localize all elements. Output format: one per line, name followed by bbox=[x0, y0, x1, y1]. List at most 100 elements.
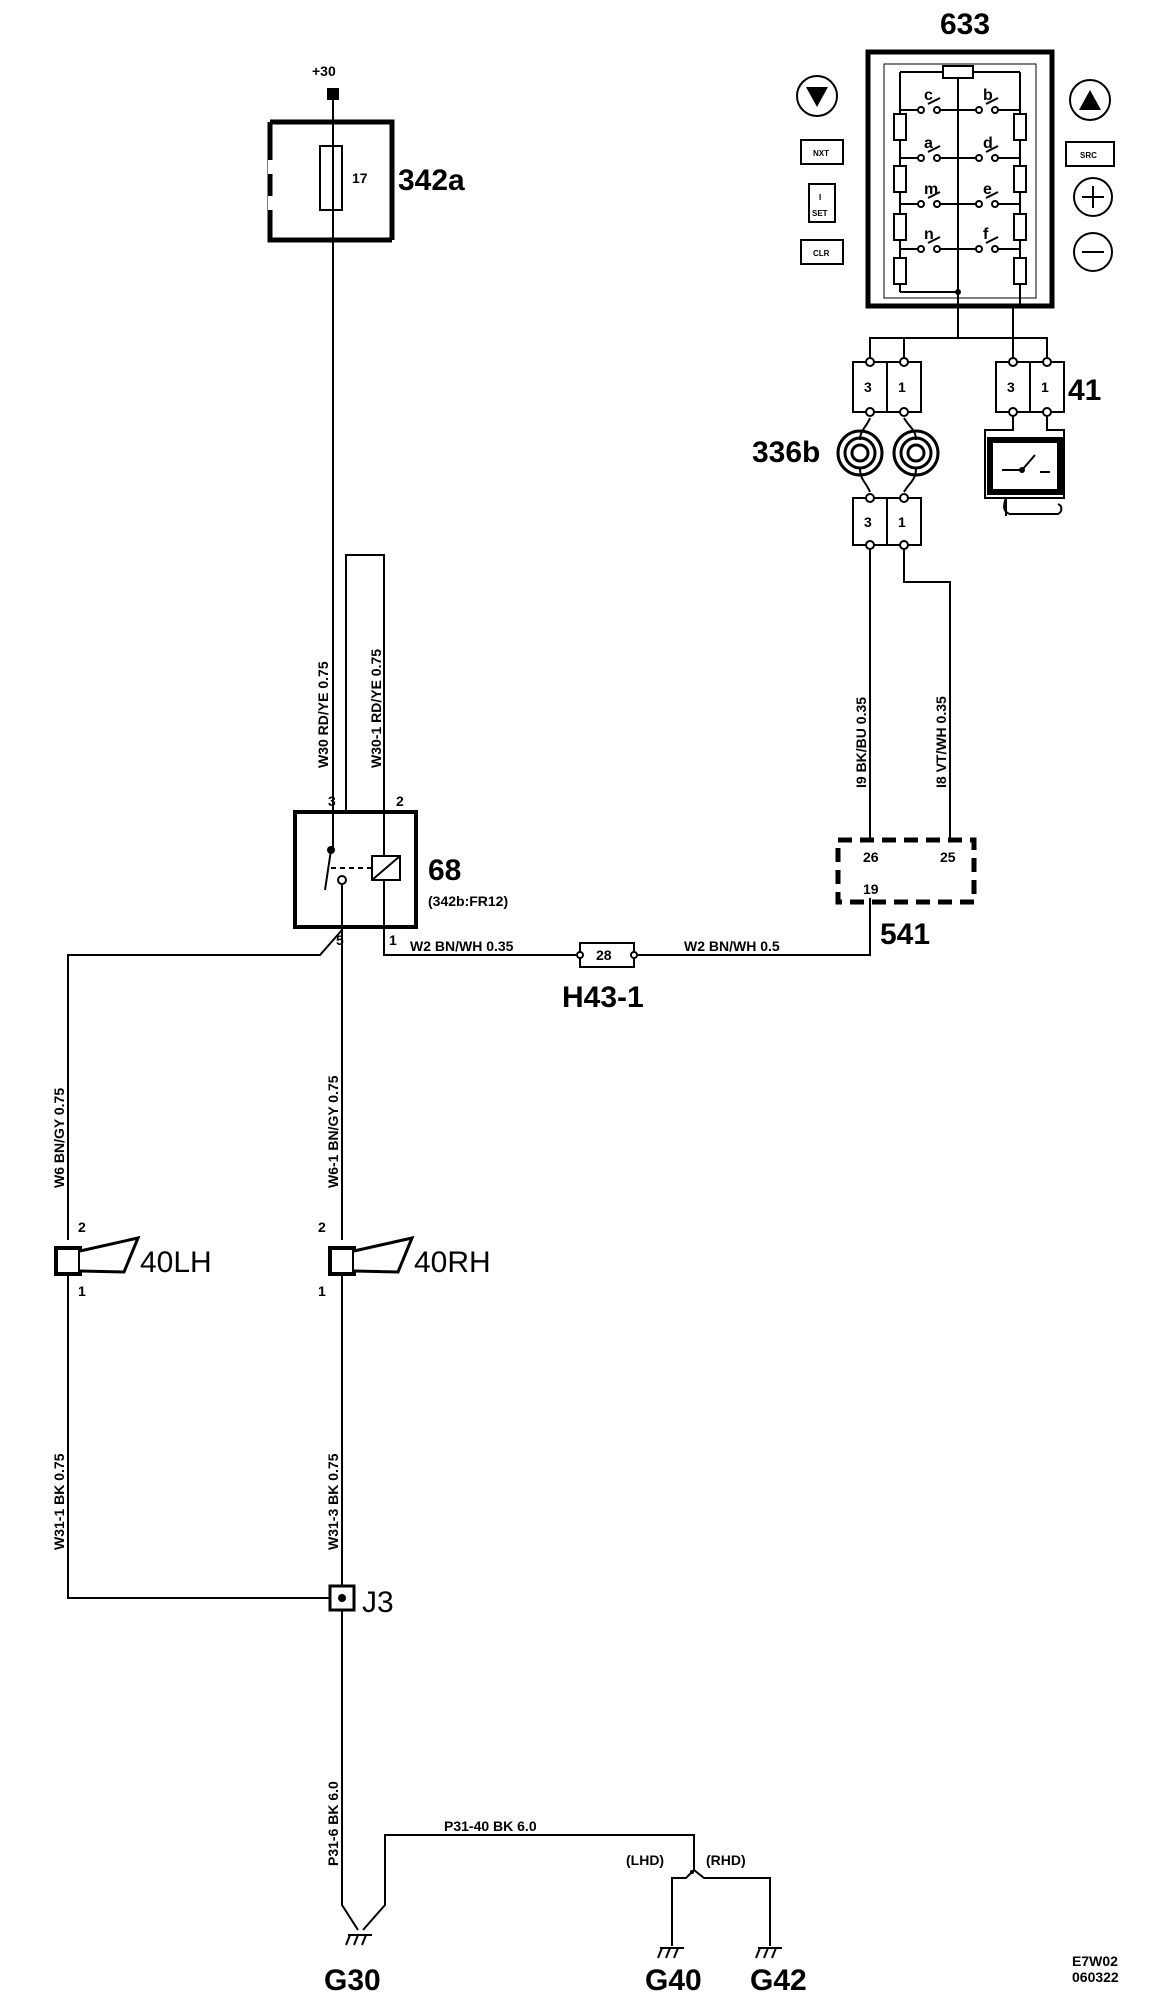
ground-g42: G42 bbox=[750, 1947, 807, 1997]
junction-id: J3 bbox=[362, 1586, 394, 1619]
fuse-box-id: 342a bbox=[398, 164, 465, 197]
supply-label: +30 bbox=[312, 63, 336, 79]
connector-336b-upper: 3 1 bbox=[852, 357, 922, 417]
wire-label-w6-1: W6-1 BN/GY 0.75 bbox=[325, 1075, 341, 1188]
supply-terminal: +30 bbox=[312, 63, 339, 100]
up-arrow-icon bbox=[1069, 79, 1111, 121]
ground-g30-label: G30 bbox=[324, 1964, 381, 1997]
relay-pin-3: 3 bbox=[328, 793, 336, 809]
wire-label-p31-6: P31-6 BK 6.0 bbox=[325, 1781, 341, 1866]
set-bottom-label: SET bbox=[812, 209, 828, 218]
connector-336b-lower: 3 1 bbox=[852, 493, 922, 550]
connector-41: 3 1 41 bbox=[995, 357, 1101, 417]
horn-rh-pin-bottom: 1 bbox=[318, 1283, 326, 1299]
relay-contact bbox=[324, 849, 332, 891]
down-arrow-icon bbox=[796, 75, 838, 117]
wire-label-w2-left: W2 BN/WH 0.35 bbox=[410, 938, 514, 954]
horn-lh-id: 40LH bbox=[140, 1246, 212, 1279]
wire-w2-left bbox=[383, 950, 576, 956]
clr-label: CLR bbox=[813, 249, 830, 258]
connector-336b-upper-pin-b: 1 bbox=[898, 379, 906, 395]
fuse-box-gap-left bbox=[268, 160, 274, 174]
nxt-label: NXT bbox=[813, 149, 829, 158]
relay-68: 3 2 68 (342b:FR12) 5 1 bbox=[293, 793, 508, 950]
switch-row-2: a d bbox=[900, 135, 1020, 162]
ground-g40-label: G40 bbox=[645, 1964, 702, 1997]
wire-w2-right bbox=[637, 898, 871, 956]
resistor-column-right bbox=[1013, 113, 1027, 306]
connector-41-pin-a: 3 bbox=[1007, 379, 1015, 395]
module-pin-26: 26 bbox=[863, 849, 879, 865]
src-label: SRC bbox=[1080, 151, 1097, 160]
wire-label-i8: I8 VT/WH 0.35 bbox=[933, 696, 949, 788]
switch-unit-633: 633 bbox=[865, 8, 1055, 309]
switch-row-4: n f bbox=[900, 226, 1020, 253]
set-button-icon: I SET bbox=[808, 183, 836, 223]
ground-variant-split: (LHD) (RHD) bbox=[626, 1852, 771, 1946]
wire-label-w30-1: W30-1 RD/YE 0.75 bbox=[368, 649, 384, 768]
horn-switch-pad bbox=[1003, 497, 1063, 515]
wire-label-w31-3: W31-3 BK 0.75 bbox=[325, 1453, 341, 1550]
switch-letter-d: d bbox=[983, 135, 993, 152]
splice-h43-1: 28 H43-1 bbox=[562, 942, 644, 1014]
connector-41-id: 41 bbox=[1068, 374, 1101, 407]
switch-letter-m: m bbox=[924, 181, 938, 198]
relay-pin-5: 5 bbox=[336, 932, 344, 948]
wire-p31-40 bbox=[362, 1834, 695, 1931]
horn-lh-pin-bottom: 1 bbox=[78, 1283, 86, 1299]
wire-label-w6: W6 BN/GY 0.75 bbox=[51, 1088, 67, 1188]
fuse-17 bbox=[319, 145, 343, 211]
relay-location: (342b:FR12) bbox=[428, 893, 508, 909]
set-top-label: I bbox=[819, 193, 821, 202]
plus-icon bbox=[1073, 177, 1113, 217]
module-id: 541 bbox=[880, 918, 930, 951]
connector-336b-lower-pin-a: 3 bbox=[864, 514, 872, 530]
wire-label-p31-40: P31-40 BK 6.0 bbox=[444, 1818, 537, 1834]
switch-letter-e: e bbox=[983, 181, 992, 198]
switch-letter-n: n bbox=[924, 226, 934, 243]
splice-id: H43-1 bbox=[562, 981, 644, 1014]
switch-unit-id: 633 bbox=[940, 8, 990, 41]
fuse-box-342a: 17 342a bbox=[267, 119, 465, 243]
switch-row-1: c b bbox=[900, 87, 1020, 114]
wire-label-i9: I9 BK/BU 0.35 bbox=[853, 697, 869, 788]
switch-letter-b: b bbox=[983, 87, 993, 104]
switch-unit-wiring bbox=[869, 306, 1048, 358]
resistor-column-left bbox=[893, 113, 907, 285]
footer-code-label: E7W02 bbox=[1072, 1953, 1118, 1969]
horn-40rh: 2 40RH 1 bbox=[318, 1219, 491, 1299]
rhd-label: (RHD) bbox=[706, 1852, 746, 1868]
footer-date-label: 060322 bbox=[1072, 1969, 1119, 1985]
ground-g40: G40 bbox=[645, 1947, 702, 1997]
wire-w30-1 bbox=[345, 554, 385, 810]
relay-pin-1: 1 bbox=[389, 932, 397, 948]
wire-i8 bbox=[903, 545, 951, 840]
horn-lh-pin-top: 2 bbox=[78, 1219, 86, 1235]
splice-pin: 28 bbox=[596, 947, 612, 963]
src-button-icon: SRC bbox=[1065, 141, 1115, 167]
module-pin-19: 19 bbox=[863, 881, 879, 897]
module-pin-25: 25 bbox=[940, 849, 956, 865]
connector-41-pin-b: 1 bbox=[1041, 379, 1049, 395]
switch-row-3: m e bbox=[900, 181, 1020, 208]
wire-label-w31-1: W31-1 BK 0.75 bbox=[51, 1453, 67, 1550]
relay-id: 68 bbox=[428, 854, 461, 887]
horn-rh-pin-top: 2 bbox=[318, 1219, 326, 1235]
ground-g30: G30 bbox=[324, 1934, 381, 1997]
clockspring-336b: 336b bbox=[752, 417, 940, 493]
relay-pin-2: 2 bbox=[396, 793, 404, 809]
fuse-number: 17 bbox=[352, 170, 368, 186]
horn-40lh: 2 40LH 1 bbox=[54, 1219, 212, 1299]
horn-rh-id: 40RH bbox=[414, 1246, 491, 1279]
connector-336b-upper-pin-a: 3 bbox=[864, 379, 872, 395]
switch-letter-c: c bbox=[924, 87, 933, 104]
ground-g42-label: G42 bbox=[750, 1964, 807, 1997]
connector-336b-lower-pin-b: 1 bbox=[898, 514, 906, 530]
wire-w31-1 bbox=[67, 1276, 330, 1599]
wire-w6 bbox=[67, 929, 343, 1240]
minus-icon bbox=[1073, 232, 1113, 272]
wire-p31-6 bbox=[341, 1610, 359, 1931]
clr-button-icon: CLR bbox=[800, 239, 844, 265]
nxt-button-icon: NXT bbox=[800, 139, 844, 165]
